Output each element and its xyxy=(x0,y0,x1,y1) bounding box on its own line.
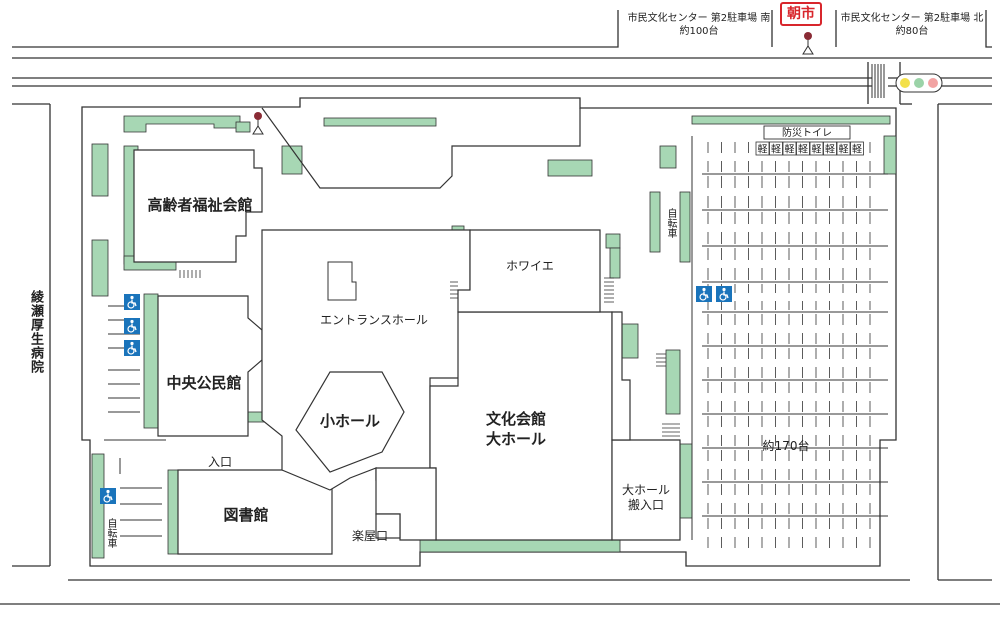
kei-box xyxy=(823,141,837,156)
wheelchair-icon-group xyxy=(100,286,732,504)
loading-label-2: 搬入口 xyxy=(628,497,664,512)
main-parking xyxy=(691,136,888,540)
lot-north-label: 市民文化センター 第2駐車場 北 約80台 xyxy=(838,12,986,38)
backstage-entrance-label: 楽屋口 xyxy=(352,529,388,543)
hospital-label: 綾瀬厚生病院 xyxy=(28,290,43,374)
wheelchair-icon xyxy=(124,318,140,334)
elderly-center-label: 高齢者福祉会館 xyxy=(147,196,252,214)
site-boundary xyxy=(81,97,897,567)
culture-hall-label-2: 大ホール xyxy=(486,430,546,448)
market-pin-site-icon xyxy=(252,112,264,135)
loading-label-1: 大ホール xyxy=(622,483,670,497)
wheelchair-icon xyxy=(124,340,140,356)
disaster-toilet-box xyxy=(763,125,851,140)
small-hall-label: 小ホール xyxy=(320,412,380,430)
community-hall-label: 中央公民館 xyxy=(166,374,241,392)
wheelchair-icon xyxy=(100,488,116,504)
kei-box xyxy=(755,141,770,156)
disaster-toilet-label: 防災トイレ xyxy=(782,126,832,139)
market-pin-icon xyxy=(802,32,814,55)
kei-boxes: 軽軽軽軽軽軽軽軽 xyxy=(755,141,864,156)
kei-label: 軽 xyxy=(771,144,781,156)
entrance-label: 入口 xyxy=(208,455,232,469)
kei-label: 軽 xyxy=(798,144,808,156)
kei-box xyxy=(850,141,864,156)
kei-label: 軽 xyxy=(758,144,768,156)
wheelchair-icon xyxy=(716,286,732,302)
traffic-signal-icon xyxy=(895,73,943,93)
bicycle-label-right: 自転車 xyxy=(665,208,676,238)
entrance-hall-label: エントランスホール xyxy=(320,313,428,327)
library-label: 図書館 xyxy=(223,506,268,524)
foyer-label: ホワイエ xyxy=(506,259,554,273)
stair-block xyxy=(327,261,357,301)
lot-north-capacity: 約80台 xyxy=(895,26,929,37)
bicycle-label-left: 自転車 xyxy=(105,518,116,548)
buildings xyxy=(133,149,681,555)
main-lot-capacity-label: 約170台 xyxy=(763,438,810,453)
parking-stall-ticks xyxy=(707,142,871,548)
lot-south-capacity: 約100台 xyxy=(679,26,719,37)
lot-north-name: 市民文化センター 第2駐車場 北 xyxy=(840,13,984,24)
crosswalk xyxy=(871,64,885,98)
kei-box xyxy=(782,141,797,156)
kei-label: 軽 xyxy=(785,144,795,156)
lot-south-label: 市民文化センター 第2駐車場 南 約100台 xyxy=(624,12,774,38)
stairs xyxy=(179,270,680,437)
wheelchair-icon xyxy=(124,294,140,310)
kei-label: 軽 xyxy=(839,144,849,156)
roads xyxy=(0,10,1000,605)
kei-box xyxy=(796,141,810,156)
culture-hall-label-1: 文化会館 xyxy=(486,410,546,428)
upper-structure xyxy=(261,107,581,189)
market-label: 朝市 xyxy=(780,2,822,26)
lot-south-name: 市民文化センター 第2駐車場 南 xyxy=(627,13,771,24)
kei-box xyxy=(836,141,851,156)
kei-box xyxy=(809,141,824,156)
kei-label: 軽 xyxy=(825,144,835,156)
kei-label: 軽 xyxy=(812,144,822,156)
wheelchair-icon xyxy=(696,286,712,302)
kei-box xyxy=(769,141,783,156)
kei-label: 軽 xyxy=(852,144,862,156)
